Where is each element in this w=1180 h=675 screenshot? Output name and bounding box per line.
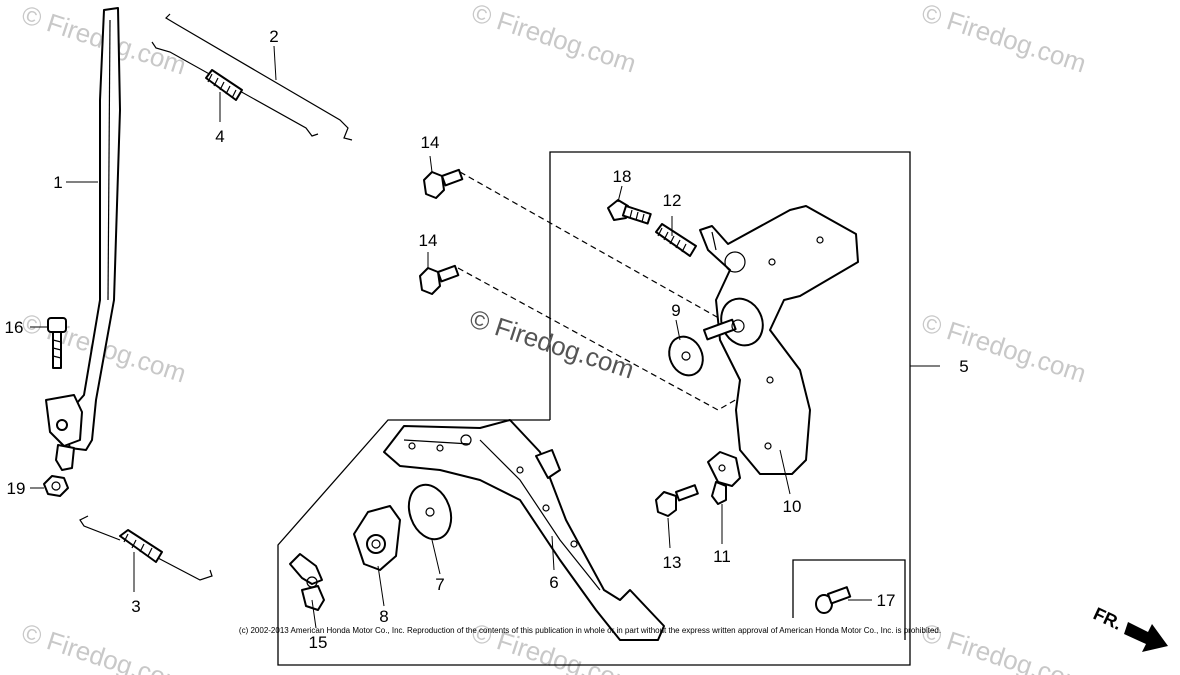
part-19-nut: [43, 475, 69, 497]
callout-12: 12: [663, 191, 682, 210]
part-16-bolt: [47, 317, 67, 369]
callout-7: 7: [435, 575, 444, 594]
callout-15: 15: [309, 633, 328, 652]
direction-arrow-icon: [1124, 622, 1168, 652]
part-18-bolt: [607, 199, 652, 225]
part-9-washer: [668, 297, 764, 377]
part-10-plate: [699, 205, 859, 475]
watermark: © Firedog.com: [918, 307, 1090, 388]
watermark: © Firedog.com: [468, 0, 640, 79]
front-direction-indicator: FR.: [1090, 603, 1168, 652]
direction-label: FR.: [1090, 603, 1125, 633]
callout-6: 6: [549, 573, 558, 592]
callout-9: 9: [671, 301, 680, 320]
watermark: © Firedog.com: [18, 617, 190, 675]
watermark: © Firedog.com: [918, 617, 1090, 675]
detail-box: [792, 559, 906, 640]
part-12-spring: [655, 223, 697, 257]
part-2-rod: [151, 13, 353, 141]
part-17-screw: [815, 586, 852, 614]
part-11-clip: [707, 451, 741, 505]
callout-8: 8: [379, 607, 388, 626]
callout-14-second: 14: [419, 231, 438, 250]
callout-16: 16: [5, 318, 24, 337]
part-13-bolt: [655, 484, 699, 517]
part-8-cam: [353, 505, 401, 571]
callout-4: 4: [215, 127, 224, 146]
callout-17: 17: [877, 591, 896, 610]
callout-3: 3: [131, 597, 140, 616]
callout-10: 10: [783, 497, 802, 516]
callout-19: 19: [7, 479, 26, 498]
callout-11: 11: [713, 547, 731, 566]
copyright-notice: (c) 2002-2013 American Honda Motor Co., …: [239, 626, 941, 635]
part-1-lever: [45, 7, 121, 471]
callout-14: 14: [421, 133, 440, 152]
callouts: 1 2 3 4 5 6 7 8 9 10 11 12 13 14 14 15 1…: [5, 27, 969, 652]
part-4-spring: [205, 69, 243, 101]
part-7-disc: [407, 483, 453, 541]
assembly-box: [277, 151, 911, 666]
part-14-bolt: [419, 264, 460, 295]
part-6-bracket: [383, 419, 665, 641]
leader-lines: [30, 45, 940, 629]
part-14-bolt: [423, 168, 464, 199]
callout-18: 18: [613, 167, 632, 186]
callout-1: 1: [53, 173, 62, 192]
callout-13: 13: [663, 553, 682, 572]
center-watermark: © Firedog.com: [466, 303, 638, 384]
callout-2: 2: [269, 27, 278, 46]
dashed-leader: [459, 171, 741, 331]
part-15-wing-nut: [289, 553, 325, 611]
part-3-spring: [79, 515, 213, 581]
watermark: © Firedog.com: [918, 0, 1090, 79]
callout-5: 5: [959, 357, 968, 376]
